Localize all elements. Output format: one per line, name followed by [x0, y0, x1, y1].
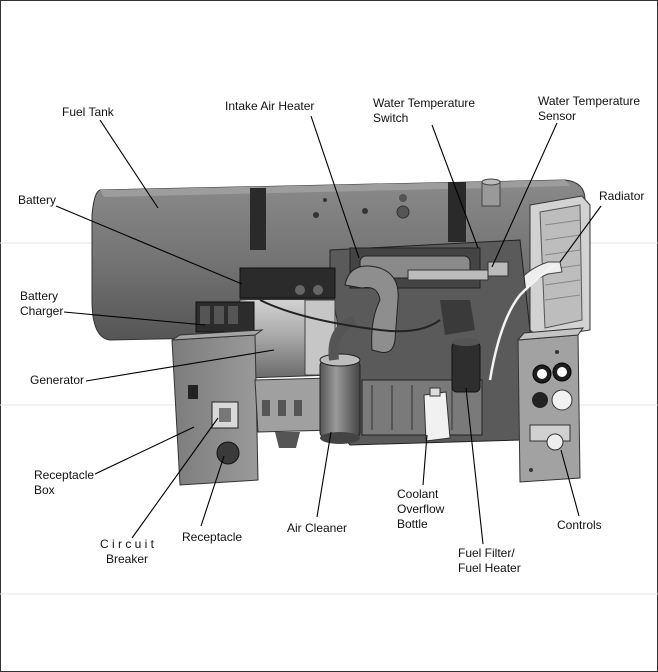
battery — [239, 267, 336, 299]
leader-lines — [55, 115, 602, 545]
controls-panel — [516, 327, 585, 483]
fuel-fill-cap — [481, 181, 501, 207]
leader-fuel-filter-heater — [465, 387, 484, 545]
receptacle-box — [171, 329, 264, 486]
label-fuel-filter-heater: Fuel Filter/ Fuel Heater — [458, 546, 521, 575]
label-air-cleaner: Air Cleaner — [287, 521, 348, 535]
leader-receptacle — [200, 455, 225, 527]
leader-circuit-breaker — [131, 417, 219, 539]
leader-intake-air-heater — [310, 115, 360, 259]
fuel-filter-heater — [451, 338, 481, 393]
label-circuit-breaker: C i r c u i t Breaker — [100, 537, 155, 566]
wiring-harness — [488, 263, 556, 381]
engine — [329, 239, 531, 446]
tank-strap-left — [250, 188, 266, 250]
leader-water-temp-sensor — [491, 122, 558, 268]
label-water-temperature-switch: Water Temperature Switch — [373, 96, 476, 125]
leader-air-cleaner — [316, 431, 332, 518]
leader-receptacle-box — [94, 426, 195, 475]
leader-generator — [85, 349, 275, 382]
label-receptacle-box: Receptacle Box — [34, 468, 95, 497]
tank-strap-right — [448, 182, 466, 242]
leader-fuel-tank — [99, 119, 159, 209]
leader-battery-charger — [63, 311, 206, 326]
receptacle — [216, 441, 240, 465]
label-coolant-overflow-bottle: Coolant Overflow Bottle — [397, 487, 445, 531]
leader-radiator — [559, 205, 602, 263]
label-receptacle: Receptacle — [182, 530, 243, 544]
label-fuel-tank: Fuel Tank — [62, 105, 114, 119]
battery-cable — [259, 299, 441, 333]
battery-charger — [195, 301, 255, 333]
label-water-temperature-sensor: Water Temperature Sensor — [538, 94, 641, 123]
leader-controls — [560, 449, 580, 517]
leader-coolant-overflow-bottle — [422, 434, 428, 486]
label-generator: Generator — [30, 373, 85, 387]
label-battery-charger: Battery Charger — [20, 289, 64, 318]
coolant-overflow-bottle — [423, 387, 451, 442]
radiator — [519, 195, 591, 339]
leader-water-temp-switch — [431, 124, 479, 249]
label-intake-air-heater: Intake Air Heater — [225, 99, 315, 113]
label-battery: Battery — [18, 193, 57, 207]
label-controls: Controls — [557, 518, 602, 532]
leader-battery — [55, 205, 243, 285]
label-radiator: Radiator — [599, 189, 645, 203]
